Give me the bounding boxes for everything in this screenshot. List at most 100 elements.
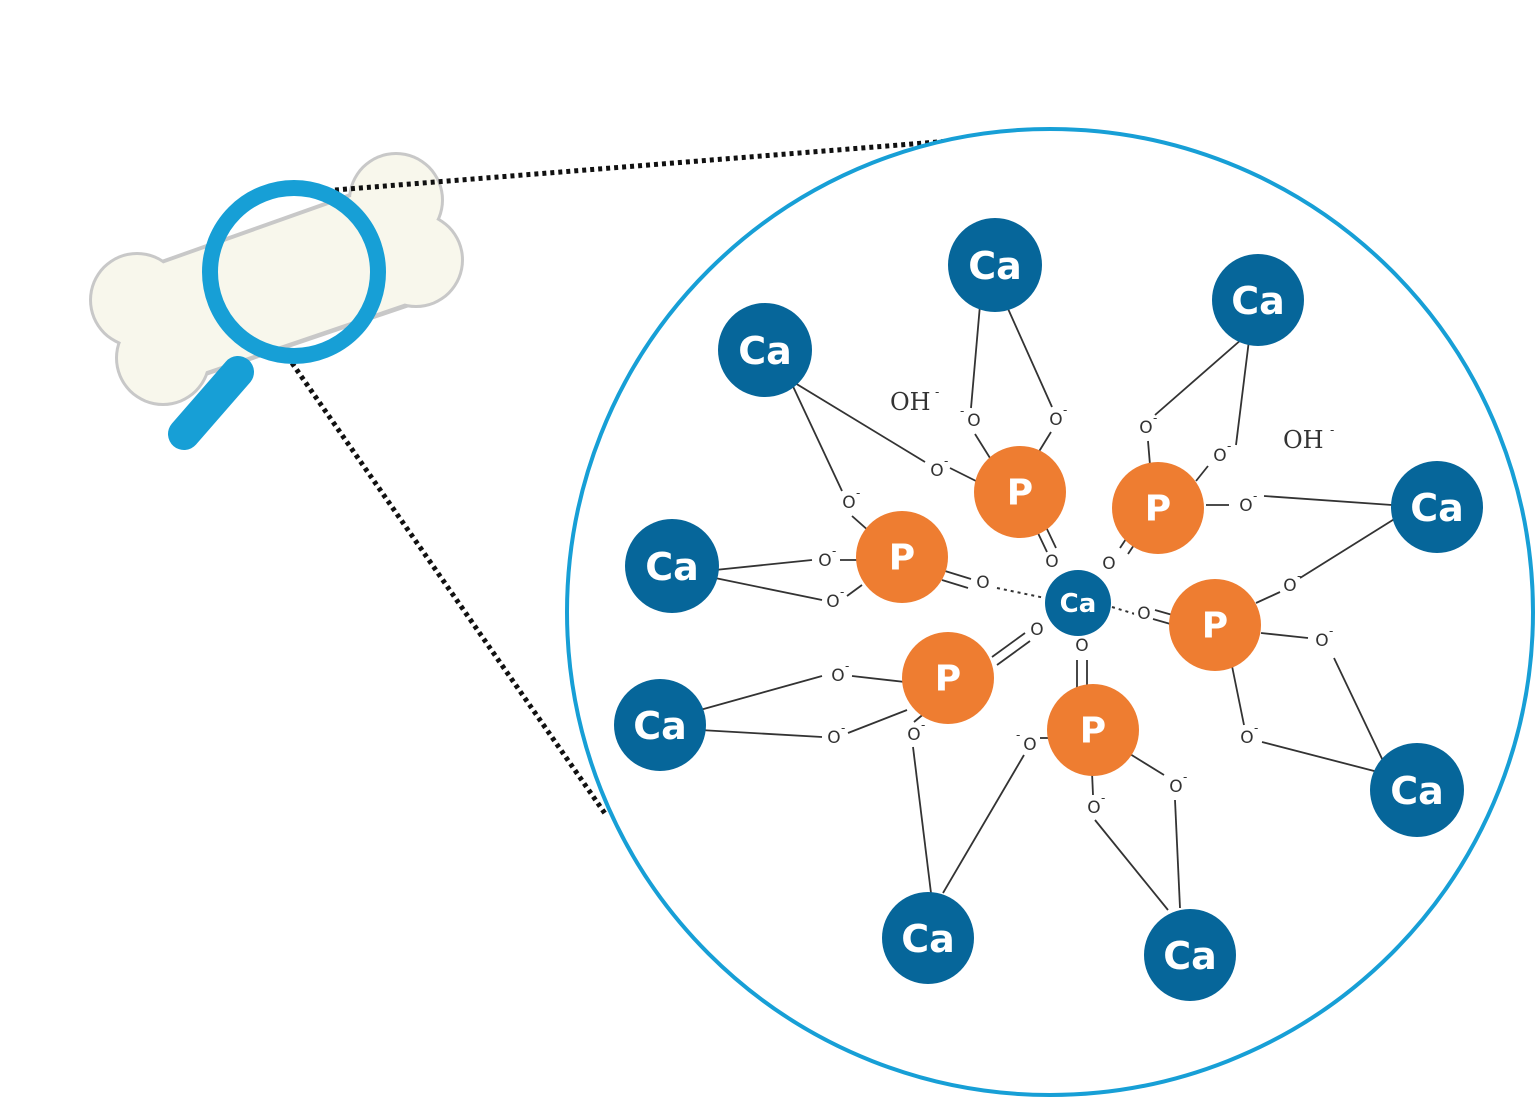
oxygen-atom: O- — [839, 486, 860, 513]
calcium-atom-circle — [948, 218, 1042, 312]
calcium-atom-circle — [882, 892, 974, 984]
oxygen-atom-label: O — [1283, 576, 1296, 596]
oxygen-atom-backdrop — [824, 728, 844, 748]
oxygen-atom-backdrop — [1072, 636, 1092, 656]
phosphorus-atom-circle — [1169, 579, 1261, 671]
ionic-bonds — [996, 587, 1136, 615]
oxygen-atom: O- — [828, 659, 849, 686]
oxygen-atom: O- — [927, 454, 948, 481]
calcium-atom-circle — [1045, 570, 1111, 636]
oxygen-charge: - — [1153, 411, 1157, 425]
oxygen-atom-backdrop — [1099, 554, 1119, 574]
calcium-atom-label: Ca — [633, 704, 687, 748]
oxygen-atom-label: O — [1030, 620, 1043, 640]
oxygen-atom-backdrop — [904, 725, 924, 745]
oxygen-atom: O — [1072, 636, 1092, 656]
calcium-atom-label: Ca — [1060, 589, 1097, 619]
oxygen-atom-backdrop — [1312, 631, 1332, 651]
oxygen-atom-label: O — [976, 573, 989, 593]
oxygen-charge: - — [1329, 624, 1333, 638]
oxygen-atom: O- — [1016, 728, 1040, 755]
bonds — [699, 301, 1397, 911]
oxygen-atom-backdrop — [927, 461, 947, 481]
oxygen-atom: O — [1134, 604, 1154, 624]
oxygen-atom-backdrop — [1042, 552, 1062, 572]
hydroxide-text: OH — [1283, 426, 1324, 454]
oxygen-atom-label: O — [826, 592, 839, 612]
oxygen-charge: - — [840, 585, 844, 599]
calcium-atom-circle — [1212, 254, 1304, 346]
magnifier-icon — [168, 180, 386, 450]
phosphorus-atom-label: P — [1007, 473, 1033, 514]
oxygen-atom-backdrop — [828, 666, 848, 686]
phosphorus-atom: P — [974, 446, 1066, 538]
oxygen-atom-label: O — [967, 411, 980, 431]
oxygen-atom-backdrop — [1280, 576, 1300, 596]
oxygen-atom-label: O — [827, 728, 840, 748]
oxygen-atom: O- — [904, 718, 925, 745]
oxygen-atom-backdrop — [973, 573, 993, 593]
calcium-atom-circle — [614, 679, 706, 771]
oxygen-charge: - — [1254, 721, 1258, 735]
oxygen-atom-label: O — [842, 493, 855, 513]
calcium-atom: Ca — [625, 519, 719, 613]
oxygen-atom: O- — [824, 721, 845, 748]
oxygen-atom-backdrop — [1237, 728, 1257, 748]
oxygen-atom-backdrop — [823, 592, 843, 612]
oxygen-atom-backdrop — [1166, 777, 1186, 797]
oxygen-atom-label: O — [1045, 552, 1058, 572]
oxygen-atom: O- — [960, 404, 984, 431]
calcium-atom-circle — [718, 303, 812, 397]
calcium-atom: Ca — [948, 218, 1042, 312]
oxygen-atom-label: O — [1075, 636, 1088, 656]
oxygen-atom-label: O — [1239, 496, 1252, 516]
hydroxide-label: OH - — [1283, 423, 1334, 454]
oxygen-charge: - — [944, 454, 948, 468]
oxygen-atom-label: O — [1087, 798, 1100, 818]
calcium-atom-label: Ca — [1231, 279, 1285, 323]
hydroxide-label: OH - — [890, 385, 939, 416]
oxygen-charge: - — [1297, 569, 1301, 583]
oxygen-atom: O- — [1236, 489, 1257, 516]
hydroxide-text: OH — [890, 388, 931, 416]
oxygen-atom-label: O — [1139, 418, 1152, 438]
calcium-atom-label: Ca — [645, 545, 699, 589]
phosphorus-atom-circle — [1047, 684, 1139, 776]
oxygen-atom-backdrop — [1210, 446, 1230, 466]
oxygen-atom: O — [973, 573, 993, 593]
oxygen-atom: O — [1042, 552, 1062, 572]
oxygen-charge: - — [841, 721, 845, 735]
calcium-atom-label: Ca — [1410, 486, 1464, 530]
oxygen-atom-backdrop — [815, 551, 835, 571]
phosphorus-atom-label: P — [1145, 489, 1171, 530]
oxygen-charge: - — [856, 486, 860, 500]
phosphorus-atom: P — [1047, 684, 1139, 776]
phosphorus-atom-label: P — [1202, 606, 1228, 647]
oxygen-atom-backdrop — [1020, 735, 1040, 755]
oxygen-atom-backdrop — [1027, 620, 1047, 640]
calcium-atom: Ca — [1370, 743, 1464, 837]
oxygen-atom: O- — [815, 544, 836, 571]
calcium-atom: Ca — [1144, 909, 1236, 1001]
oxygen-atom-label: O — [1315, 631, 1328, 651]
phosphorus-atom-label: P — [1080, 711, 1106, 752]
phosphorus-atom: P — [1169, 579, 1261, 671]
oxygen-atom-label: O — [907, 725, 920, 745]
oxygen-atom-backdrop — [1236, 496, 1256, 516]
calcium-atom: Ca — [718, 303, 812, 397]
oxygen-atom-backdrop — [964, 411, 984, 431]
calcium-atom: Ca — [1391, 461, 1483, 553]
oxygen-atom-label: O — [1102, 554, 1115, 574]
oxygen-atom-label: O — [930, 461, 943, 481]
oxygen-atom-label: O — [1137, 604, 1150, 624]
calcium-atom-label: Ca — [901, 917, 955, 961]
phosphorus-atom-label: P — [935, 659, 961, 700]
oxygen-atom-backdrop — [1046, 410, 1066, 430]
oxygen-atom-backdrop — [1084, 798, 1104, 818]
oxygen-atom-backdrop — [1136, 418, 1156, 438]
oxygen-atom-label: O — [1213, 446, 1226, 466]
